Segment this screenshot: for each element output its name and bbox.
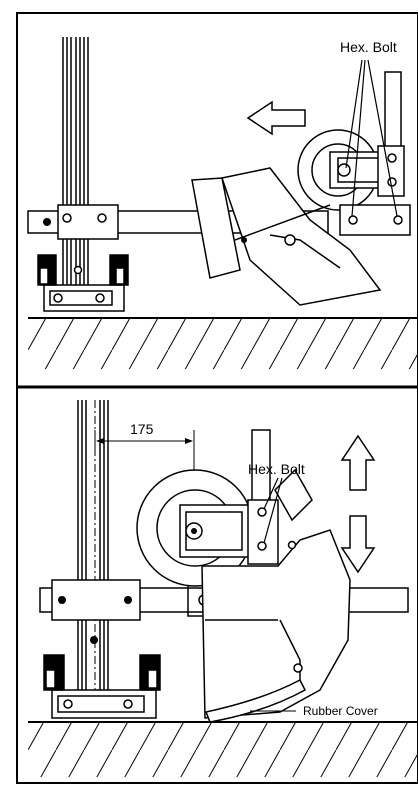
hex-bolt-icon	[257, 541, 267, 551]
move-down-arrow-icon	[340, 515, 376, 574]
move-left-arrow-icon	[246, 100, 306, 136]
base-top	[37, 254, 129, 312]
bolt-icon	[97, 213, 107, 223]
column-top	[62, 37, 89, 300]
rubber-cover-label: Rubber Cover	[303, 704, 378, 718]
frame	[16, 12, 418, 784]
dimension-label: 175	[130, 421, 154, 437]
hex-bolt-leaders-bottom	[263, 477, 283, 544]
bolt-icon	[63, 699, 73, 709]
bolt-icon	[124, 596, 132, 604]
move-up-arrow-icon	[340, 434, 376, 491]
bolt-icon	[95, 293, 105, 303]
hex-bolt-label-bottom: Hex. Bolt	[248, 461, 305, 477]
bolt-icon	[62, 213, 72, 223]
hex-bolt-leaders-top	[345, 59, 398, 217]
bolt-icon	[43, 218, 51, 226]
hex-bolt-icon	[393, 215, 403, 225]
bolt-icon	[123, 699, 133, 709]
top-panel: Hex. Bolt	[27, 37, 418, 369]
bolt-icon	[53, 293, 63, 303]
ground-hatch-bottom	[28, 723, 418, 777]
bolt-icon	[284, 234, 296, 246]
cover-body-top	[191, 167, 382, 306]
hex-bolt-icon	[191, 528, 197, 534]
column-bottom	[77, 400, 109, 710]
ground-hatch-top	[28, 319, 418, 369]
hex-bolt-icon	[387, 153, 397, 163]
bolt-icon	[293, 663, 303, 673]
hex-bolt-icon	[337, 163, 351, 177]
bolt-icon	[287, 540, 297, 550]
hex-bolt-icon	[387, 177, 397, 187]
bolt-icon	[90, 636, 98, 644]
bottom-panel: 175 Hex. Bolt	[28, 400, 418, 777]
hex-bolt-icon	[348, 215, 358, 225]
hex-bolt-label-top: Hex. Bolt	[340, 39, 397, 55]
hex-bolt-icon	[257, 507, 267, 517]
bolt-icon	[241, 237, 247, 243]
bolt-icon	[58, 596, 66, 604]
bolt-icon	[73, 265, 83, 275]
base-bottom	[43, 654, 161, 719]
rubber-cover	[204, 678, 306, 723]
